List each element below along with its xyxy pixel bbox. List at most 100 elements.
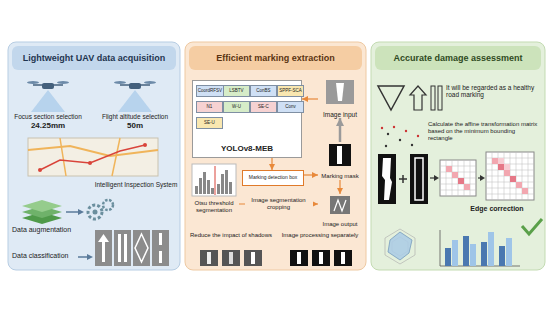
network-box: YOLOv8-MEBCoordRFSVLSBTVConBSSPPF-SCAN1W… xyxy=(192,80,302,158)
point-scatter-part xyxy=(405,130,407,132)
thumbnails-part xyxy=(319,252,323,264)
correction-figure-part xyxy=(402,175,404,183)
route-map xyxy=(28,138,158,176)
histogram-part xyxy=(221,174,224,194)
histogram-node: Otsu threshold segmentation xyxy=(189,162,239,214)
correction-figure-part xyxy=(410,154,428,204)
marking-shapes-part xyxy=(410,86,426,110)
point-scatter-part xyxy=(393,126,395,128)
layer-block: SE-C xyxy=(250,101,277,113)
node-text: SE-U xyxy=(197,118,222,128)
route-map-part xyxy=(38,168,42,172)
point-scatter-part xyxy=(385,145,387,147)
thumbnails-part xyxy=(207,252,211,264)
bar-chart xyxy=(440,230,520,266)
correction-figure-part xyxy=(498,158,504,164)
augmentation-icon-part xyxy=(22,200,62,212)
radar-chart xyxy=(385,229,415,264)
image-icons-part xyxy=(337,146,342,164)
edge-label: Image segmentation cropping xyxy=(245,197,313,211)
thumbnails-part xyxy=(334,250,352,266)
correction-figure-part xyxy=(382,158,392,200)
image-icons-part xyxy=(326,80,354,104)
augmentation-icon-part xyxy=(103,200,113,210)
thumbnails-part xyxy=(200,250,218,266)
layer-block: ConBS xyxy=(250,85,277,97)
layer-block: Conv xyxy=(277,101,304,113)
drone-icon-part xyxy=(144,81,156,84)
layer-block: CoordRFSV xyxy=(196,85,224,97)
correction-figure-part xyxy=(440,160,476,196)
road-tiles-part xyxy=(135,234,148,262)
correction-figure-part xyxy=(522,188,528,194)
road-tiles-part xyxy=(98,234,109,262)
correction-figure-part xyxy=(498,164,504,170)
correction-figure-part xyxy=(480,175,485,181)
text-label: Reduce the impact of shadows xyxy=(188,232,274,239)
value-label: Edge correction xyxy=(462,205,532,213)
road-tiles-part xyxy=(159,233,162,245)
route-map-part xyxy=(28,138,158,176)
drone-icon-part xyxy=(114,81,126,84)
correction-figure xyxy=(378,152,534,204)
flow-arrow xyxy=(339,180,340,194)
route-map-part xyxy=(112,138,120,176)
image-node: Marking mask xyxy=(318,142,362,180)
bar-chart-part xyxy=(440,230,441,266)
histogram-part xyxy=(199,178,202,194)
correction-figure-part xyxy=(458,178,464,184)
thumbnails-part xyxy=(297,252,301,264)
value-label: 24.25mm xyxy=(6,121,90,130)
road-tiles-part xyxy=(114,230,131,266)
panel-backgrounds-part xyxy=(371,42,545,270)
point-scatter-part xyxy=(387,133,389,135)
radar-chart-part xyxy=(388,232,412,260)
drone-icon-part xyxy=(42,83,54,89)
correction-figure-part xyxy=(504,170,510,176)
image-icons-part xyxy=(330,196,350,214)
correction-figure-part xyxy=(446,166,452,172)
histogram-part xyxy=(203,172,206,194)
histogram xyxy=(192,164,236,196)
point-scatter-part xyxy=(417,135,419,137)
correction-figure-part xyxy=(452,172,458,178)
augmentation-icon xyxy=(22,200,113,224)
flow-arrow xyxy=(302,98,318,99)
road-tiles-part xyxy=(159,251,162,263)
value-label: 50m xyxy=(92,121,178,130)
text-label: Calculate the affine transformation matr… xyxy=(428,121,541,142)
text-label: Flight altitude selection xyxy=(92,113,178,120)
marking-shapes-part xyxy=(431,86,435,110)
bar-chart-part xyxy=(445,248,451,266)
thumbnails-part xyxy=(244,250,262,266)
bar-chart-part xyxy=(488,232,494,266)
node-text: Marking mask xyxy=(318,173,362,180)
correction-figure-part xyxy=(378,154,396,204)
node-text: SE-C xyxy=(251,102,276,112)
panel-heading: Efficient marking extraction xyxy=(189,46,362,70)
correction-figure-part xyxy=(434,175,439,181)
thumbnails-part xyxy=(312,250,330,266)
route-map-part xyxy=(143,143,147,147)
check-arrow xyxy=(522,219,542,234)
node-text: Marking detection box xyxy=(243,171,303,185)
augmentation-icon-part xyxy=(66,211,80,213)
bar-chart-part xyxy=(470,244,476,266)
road-tiles-part xyxy=(118,234,121,262)
point-scatter-part xyxy=(411,144,413,146)
road-tiles-part xyxy=(152,230,169,266)
drone-icon xyxy=(27,81,69,112)
bar-chart-part xyxy=(463,236,469,266)
text-label: Intelligent Inspection System xyxy=(94,181,178,188)
node-text: SPPF-SCA xyxy=(278,86,303,96)
thumbnails-part xyxy=(341,252,345,264)
image-icons xyxy=(326,80,354,214)
road-tiles-part xyxy=(124,234,127,262)
layer-block: SE-U xyxy=(196,117,223,129)
augmentation-icon-part xyxy=(88,205,102,219)
histogram-part xyxy=(211,188,214,194)
drone-icon-part xyxy=(27,81,39,84)
thumbnails xyxy=(200,250,352,266)
node-text: Image input xyxy=(318,111,362,118)
